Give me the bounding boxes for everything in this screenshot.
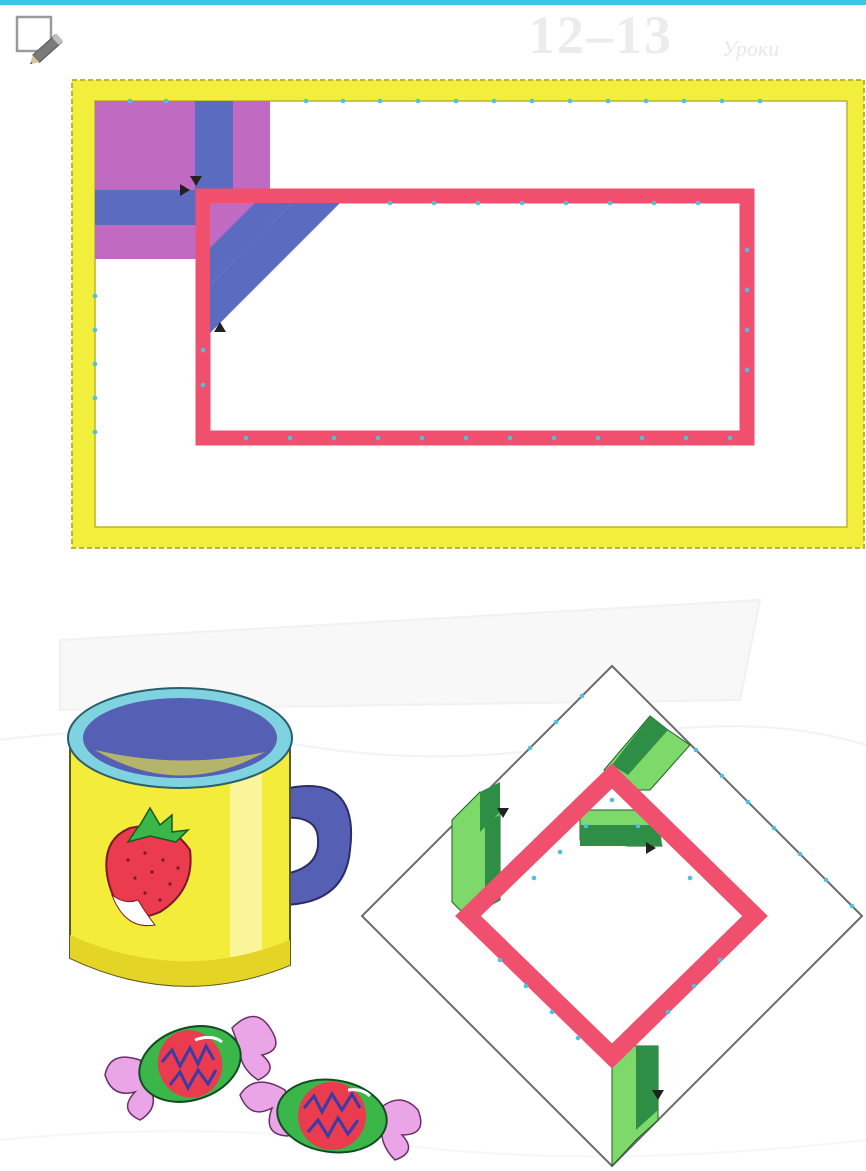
mug-illustration xyxy=(68,688,351,986)
candy-right xyxy=(240,1073,421,1160)
blue-strip-vertical xyxy=(195,101,233,193)
blue-strip-horizontal xyxy=(95,190,200,225)
